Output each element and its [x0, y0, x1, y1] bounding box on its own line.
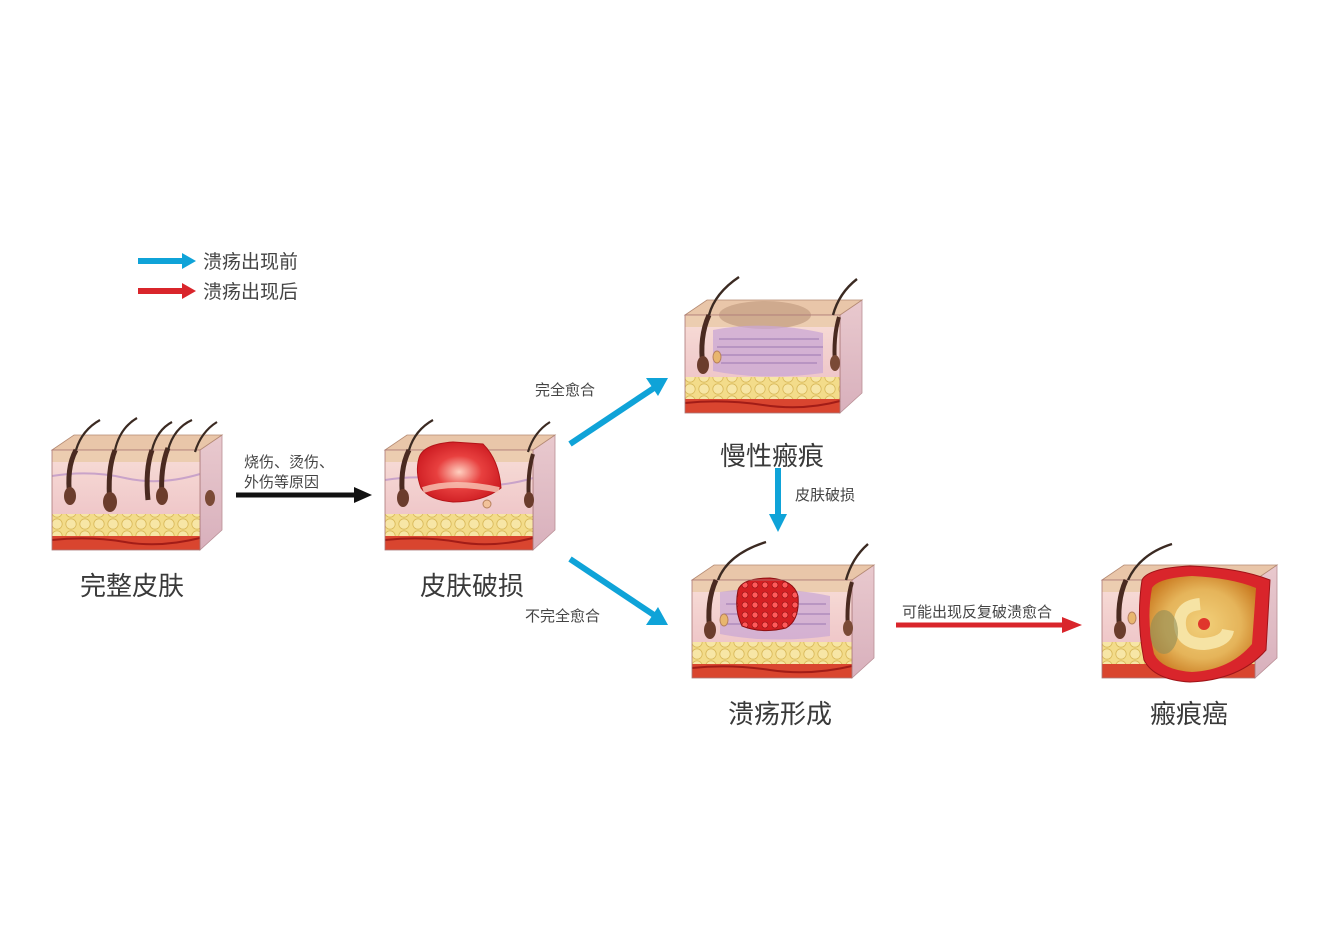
wound-icon — [416, 441, 502, 503]
ulcer-icon — [736, 577, 799, 632]
broken-skin-illustration — [383, 419, 557, 551]
stage-label-ulcer-formation: 溃疡形成 — [728, 700, 833, 730]
arrow-recurrent-red — [896, 617, 1082, 633]
arrow-full-heal-blue — [568, 378, 668, 447]
legend-label-before: 溃疡出现前 — [203, 251, 299, 273]
stage-label-intact-skin: 完整皮肤 — [80, 572, 185, 602]
ulcer-formation-illustration — [690, 540, 876, 679]
stage-label-chronic-scar: 慢性瘢痕 — [720, 442, 825, 472]
stage-label-broken-skin: 皮肤破损 — [420, 572, 525, 602]
edge-label-partial-heal: 不完全愈合 — [525, 607, 601, 625]
edge-label-recurrent: 可能出现反复破溃愈合 — [902, 603, 1053, 621]
legend-label-after: 溃疡出现后 — [203, 281, 299, 303]
chronic-scar-illustration — [683, 276, 864, 414]
scar-cancer-illustration — [1100, 542, 1279, 683]
legend-red-arrow-icon — [138, 283, 196, 299]
arrow-skin-break-blue — [769, 468, 787, 532]
edge-label-injury-line1: 烧伤、烫伤、 — [244, 453, 335, 471]
edge-label-skin-break: 皮肤破损 — [795, 486, 856, 504]
stage-label-scar-cancer: 瘢痕癌 — [1150, 700, 1229, 730]
legend-blue-arrow-icon — [138, 253, 196, 269]
edge-label-injury-line2: 外伤等原因 — [244, 473, 320, 491]
arrow-injury-black — [236, 487, 372, 503]
edge-label-full-heal: 完全愈合 — [535, 381, 596, 399]
arrow-partial-heal-blue — [568, 556, 668, 625]
intact-skin-illustration — [50, 417, 224, 551]
